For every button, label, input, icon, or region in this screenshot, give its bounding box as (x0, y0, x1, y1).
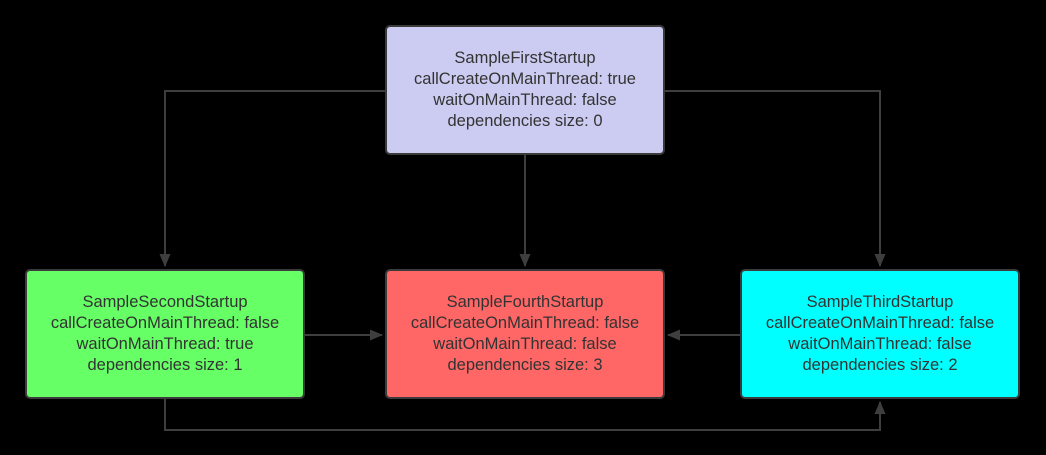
node-dependencies-size: dependencies size: 0 (447, 112, 603, 130)
node-title: SampleThirdStartup (806, 293, 954, 311)
node-title: SampleFirstStartup (454, 49, 596, 67)
node-call-create-on-main-thread: callCreateOnMainThread: false (410, 314, 640, 332)
node-title: SampleSecondStartup (82, 293, 248, 311)
node-wait-on-main-thread: waitOnMainThread: false (788, 335, 972, 353)
node-dependencies-size: dependencies size: 1 (87, 356, 243, 374)
node-wait-on-main-thread: waitOnMainThread: false (433, 335, 617, 353)
node-title: SampleFourthStartup (446, 293, 604, 311)
node-call-create-on-main-thread: callCreateOnMainThread: false (50, 314, 280, 332)
node-dependencies-size: dependencies size: 3 (447, 356, 603, 374)
edge-first-to-second (159, 90, 385, 267)
node-wait-on-main-thread: waitOnMainThread: false (433, 91, 617, 109)
node-wait-on-main-thread: waitOnMainThread: true (76, 335, 254, 353)
node-sample-second-startup: SampleSecondStartup callCreateOnMainThre… (25, 269, 305, 399)
node-dependencies-size: dependencies size: 2 (802, 356, 958, 374)
edge-first-to-third (665, 90, 886, 267)
node-sample-third-startup: SampleThirdStartup callCreateOnMainThrea… (740, 269, 1020, 399)
edge-second-to-third (164, 399, 886, 431)
node-sample-first-startup: SampleFirstStartup callCreateOnMainThrea… (385, 25, 665, 155)
node-call-create-on-main-thread: callCreateOnMainThread: true (414, 70, 636, 88)
node-sample-fourth-startup: SampleFourthStartup callCreateOnMainThre… (385, 269, 665, 399)
node-call-create-on-main-thread: callCreateOnMainThread: false (765, 314, 995, 332)
